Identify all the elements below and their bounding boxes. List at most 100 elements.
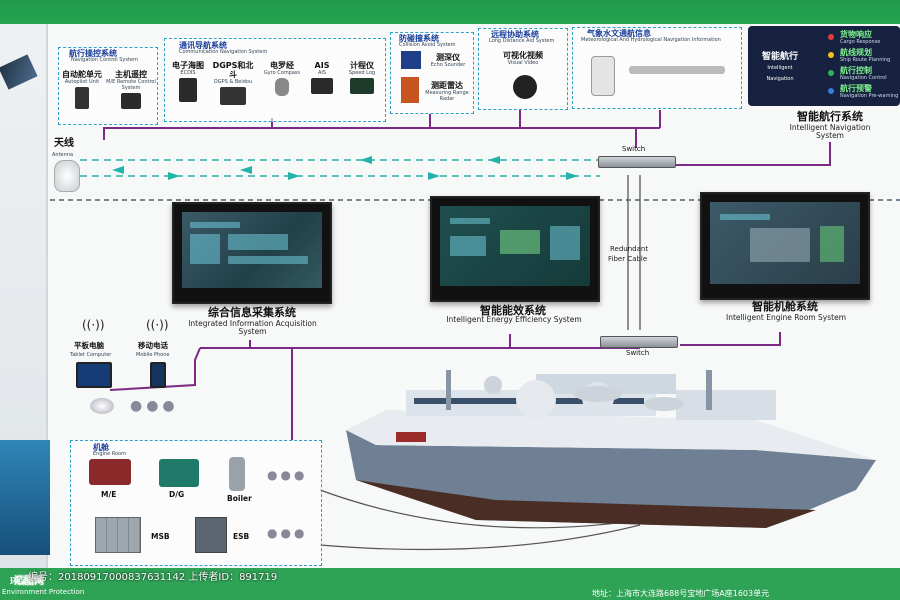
phone-label-en: Mobile Phone (136, 352, 170, 358)
switch-top-label: Switch (622, 145, 646, 153)
gyro-en: Gyro Compass (263, 70, 301, 76)
route-planning-cn: 航线规划 (840, 48, 872, 57)
visual-video-label: 可视化视频 (503, 51, 543, 60)
collision-title: 防碰撞系统 (399, 34, 439, 43)
wifi-router-icon (90, 398, 114, 414)
me-remote-en: M/E Remote Control System (106, 79, 156, 91)
ecdis-icon (179, 78, 197, 102)
energy-efficiency-title: 智能能效系统 (480, 304, 546, 317)
anemometer-icon (629, 66, 725, 74)
dg-label: D/G (169, 490, 185, 499)
dgps-icon (220, 87, 246, 105)
engine-room-box: 机舱 Engine Room M/E D/G Boiler MSB ESB ●●… (70, 440, 322, 566)
switch-bottom (600, 336, 678, 348)
bottom-green-band (0, 568, 900, 600)
meteo-title: 气象水文通航信息 (587, 29, 651, 38)
video-camera-icon (513, 75, 537, 99)
switch-top (598, 156, 676, 168)
navigation-control-cn: 航行控制 (840, 66, 872, 75)
comm-nav-box: 通讯导航系统 Communication Navigation System 电… (164, 38, 386, 122)
radar-icon (401, 77, 419, 103)
dgps-label: DGPS和北斗 (212, 61, 254, 79)
radar-en: Measuring Range Radar (425, 90, 469, 102)
cargo-response-cn: 货物响应 (840, 30, 872, 39)
sea-photo (0, 440, 50, 555)
integrated-info-title-en: Integrated Information Acquisition Syste… (188, 319, 317, 336)
collision-subtitle: Collision Avoid System (399, 42, 456, 48)
ecdis-label: 电子海图 (172, 61, 204, 70)
control-console-icon (121, 93, 141, 109)
intelligent-nav-center-cn: 智能航行 (761, 52, 798, 62)
fiber-label-1: Redundant (610, 245, 649, 253)
nav-control-dot (828, 70, 834, 76)
integrated-info-title: 综合信息采集系统 (208, 306, 296, 319)
dgps-en: DGPS & Beidou (213, 79, 253, 85)
integrated-info-monitor (172, 202, 332, 304)
long-distance-title: 远程协助系统 (491, 30, 539, 39)
wifi-icon-phone: ((·)) (146, 318, 169, 332)
boiler-dots-indicator: ●●● (267, 468, 308, 482)
intelligent-nav-title: 智能航行系统 (797, 110, 863, 123)
echo-sounder-en: Echo Sounder (430, 62, 466, 68)
fiber-label-2: Fiber Cable (608, 255, 648, 263)
research-ship-illustration (346, 370, 876, 528)
env-protection-label: Environment Protection (2, 588, 85, 596)
prewarning-cn: 航行预警 (840, 84, 872, 93)
radar-label: 测距雷达 (431, 81, 463, 90)
antenna-icon (54, 160, 80, 192)
switch-bottom-label: Switch (626, 349, 650, 357)
antenna-label-en: Antenna (52, 152, 74, 158)
wifi-icon-tablet: ((·)) (82, 318, 105, 332)
engine-room-monitor (700, 192, 870, 300)
autopilot-label: 自动舵单元 (62, 70, 102, 79)
boiler-label: Boiler (227, 494, 252, 503)
visual-video-en: Visual Video (507, 60, 539, 66)
navigation-control-en: Navigation Control (840, 75, 887, 81)
nav-control-title: 航行操控系统 (69, 49, 117, 58)
tablet-label-en: Tablet Computer (70, 352, 112, 358)
engine-room-title: 机舱 (93, 443, 109, 452)
cargo-response-en: Cargo Response (840, 39, 881, 45)
comm-nav-title: 通讯导航系统 (179, 41, 227, 50)
antenna-label: 天线 (54, 138, 74, 149)
env-cn-label: 环保 (10, 577, 26, 586)
engine-dots-indicator: ●●● (267, 526, 308, 540)
autopilot-icon (75, 87, 89, 109)
energy-efficiency-title-en: Intelligent Energy Efficiency System (446, 315, 582, 324)
cargo-dot (828, 34, 834, 40)
speed-log-label: 计程仪 (350, 61, 374, 70)
speed-log-en: Speed Log (348, 70, 376, 76)
ecdis-en: ECDIS (180, 70, 196, 76)
engine-room-system-title: 智能机舱系统 (752, 300, 818, 313)
ais-label: AIS (314, 61, 330, 70)
watermark-left: 汇图网 (14, 576, 44, 587)
msb-label: MSB (151, 532, 170, 541)
long-distance-subtitle: Long Distance Aid System (489, 38, 555, 44)
dots-indicator: ●●● (130, 398, 179, 414)
speed-log-icon (350, 78, 374, 94)
intelligent-nav-title-en: Intelligent Navigation System (789, 123, 871, 140)
me-label: M/E (101, 490, 117, 499)
boiler-icon (229, 457, 245, 491)
prewarning-dot (828, 88, 834, 94)
image-id-text: 编号：20180917000837631142 上传者ID：891719 (28, 572, 278, 583)
autopilot-en: Autopilot Unit (64, 79, 100, 85)
